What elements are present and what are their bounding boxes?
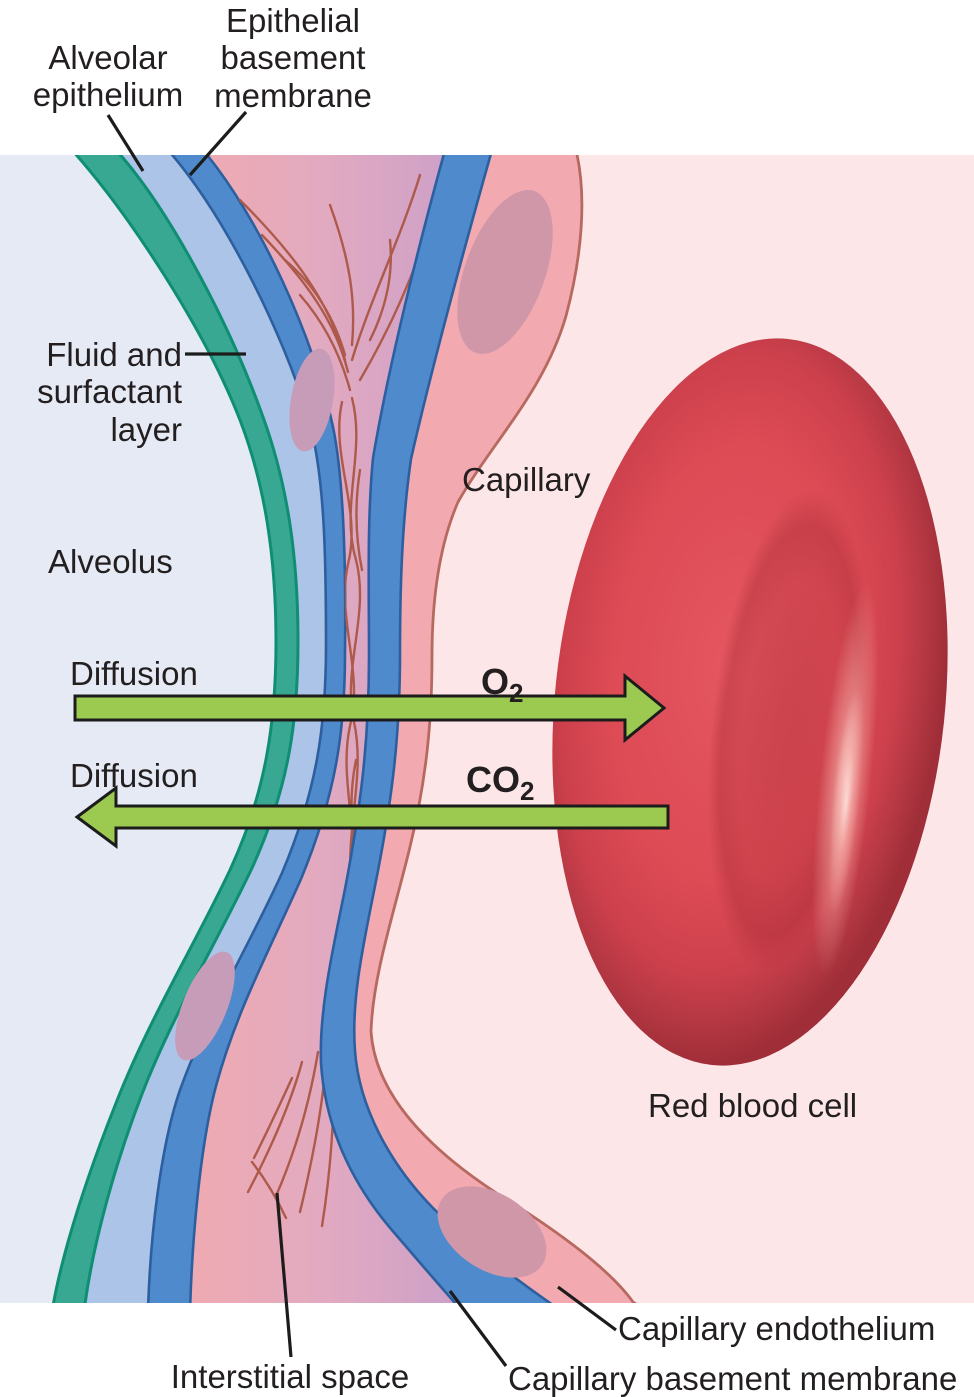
label-diffusion-o2: Diffusion [70,655,198,692]
label-capillary-endothelium: Capillary endothelium [618,1310,936,1347]
o2-diffusion-arrow [73,672,667,744]
label-red-blood-cell: Red blood cell [648,1087,858,1124]
label-co2: CO2 [466,759,535,807]
co2-subscript: 2 [520,776,535,807]
label-fluid-surfactant-layer: Fluid and surfactant layer [37,336,182,448]
label-epithelial-basement-membrane: Epithelial basement membrane [214,2,372,114]
label-alveolar-epithelium: Alveolar epithelium [32,39,184,114]
label-interstitial-space: Interstitial space [170,1358,410,1395]
label-capillary-basement-membrane: Capillary basement membrane [508,1360,958,1397]
o2-subscript: 2 [509,678,524,709]
endothelial-nucleus-lower [437,1186,547,1278]
epithelial-nucleus-lower [175,951,235,1061]
o2-symbol: O [481,661,510,702]
endothelial-nucleus-upper [457,190,553,354]
leader-alveolar-epithelium [106,114,145,172]
leader-capillary-endothelium [557,1285,617,1332]
interstitial-fibers [238,173,437,1228]
co2-symbol: CO [466,759,520,800]
epithelial-nucleus-upper [289,348,335,452]
red-blood-cell-shape [552,338,948,1066]
leader-epithelial-basement-membrane [188,110,248,177]
rbc-highlight-core [828,686,864,915]
label-o2: O2 [481,661,524,709]
label-capillary: Capillary [462,461,591,498]
co2-diffusion-arrow [74,785,670,849]
label-alveolus: Alveolus [48,543,173,580]
leader-capillary-basement-membrane [448,1290,508,1367]
label-diffusion-co2: Diffusion [70,757,198,794]
leader-interstitial-space [275,1192,293,1358]
